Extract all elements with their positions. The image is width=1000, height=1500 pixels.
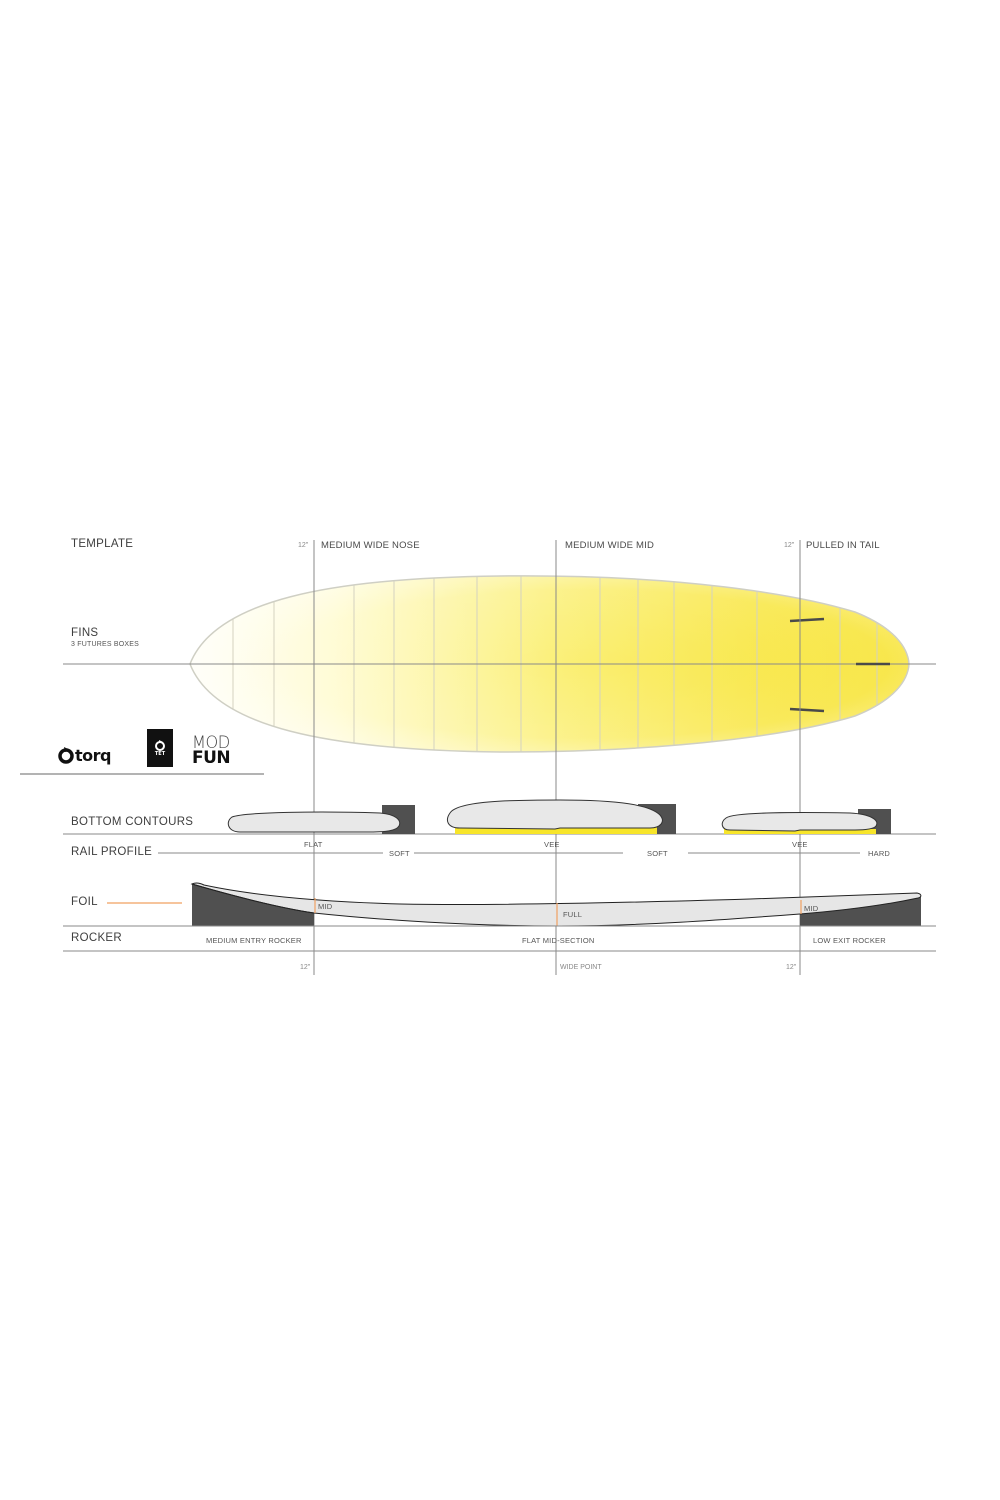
fins-sub-label: 3 FUTURES BOXES [71, 641, 139, 648]
fins-section-label: FINS [71, 627, 99, 639]
fins [789, 617, 890, 713]
foil-mid: FULL [563, 910, 583, 919]
modfun-bottom: FUN [192, 748, 231, 768]
board-template [189, 575, 910, 753]
mid-template-label: MEDIUM WIDE MID [565, 540, 655, 551]
rocker-exit: LOW EXIT ROCKER [813, 936, 886, 945]
rail-profile-nose: SOFT [389, 849, 410, 858]
tet-swirl-icon [155, 740, 165, 751]
torq-logo: torq [58, 744, 111, 766]
torq-swirl-icon [58, 747, 74, 764]
bottom-contour-tail: VEE [792, 840, 808, 849]
measure-nose-12in: 12" [300, 964, 311, 971]
rocker-mid: FLAT MID-SECTION [522, 936, 595, 945]
template-section-label: TEMPLATE [71, 538, 134, 550]
tet-label: TET [154, 751, 166, 757]
modfun-top: MOD [192, 733, 230, 753]
torq-wordmark: torq [75, 745, 111, 765]
tail-template-label: PULLED IN TAIL [806, 540, 880, 551]
bottom-contour-mid: VEE [544, 840, 560, 849]
foil-thickness-markers [314, 898, 802, 926]
measure-tail-12in: 12" [786, 964, 797, 971]
rail-section-mid [447, 799, 676, 834]
nose-12in-marker: 12" [298, 542, 309, 549]
measure-wide-point: WIDE POINT [560, 964, 602, 971]
rail-section-nose [227, 805, 415, 834]
rocker-entry: MEDIUM ENTRY ROCKER [206, 936, 302, 945]
modfun-logo: MOD FUN [192, 733, 232, 768]
rail-profile-section-label: RAIL PROFILE [71, 846, 153, 858]
tet-logo: TET [147, 729, 173, 767]
rail-profile-tail: HARD [868, 849, 891, 858]
bottom-contours-section-label: BOTTOM CONTOURS [71, 816, 194, 828]
fin-right [789, 707, 825, 713]
rail-profile-mid: SOFT [647, 849, 668, 858]
fin-left [789, 617, 825, 623]
foil-section-label: FOIL [71, 896, 98, 908]
bottom-contour-nose: FLAT [304, 840, 323, 849]
tail-12in-marker: 12" [784, 542, 795, 549]
rail-section-tail [721, 809, 891, 834]
foil-nose: MID [318, 902, 333, 911]
nose-template-label: MEDIUM WIDE NOSE [321, 540, 420, 551]
foil-tail: MID [804, 904, 819, 913]
rocker-section-label: ROCKER [71, 932, 123, 944]
